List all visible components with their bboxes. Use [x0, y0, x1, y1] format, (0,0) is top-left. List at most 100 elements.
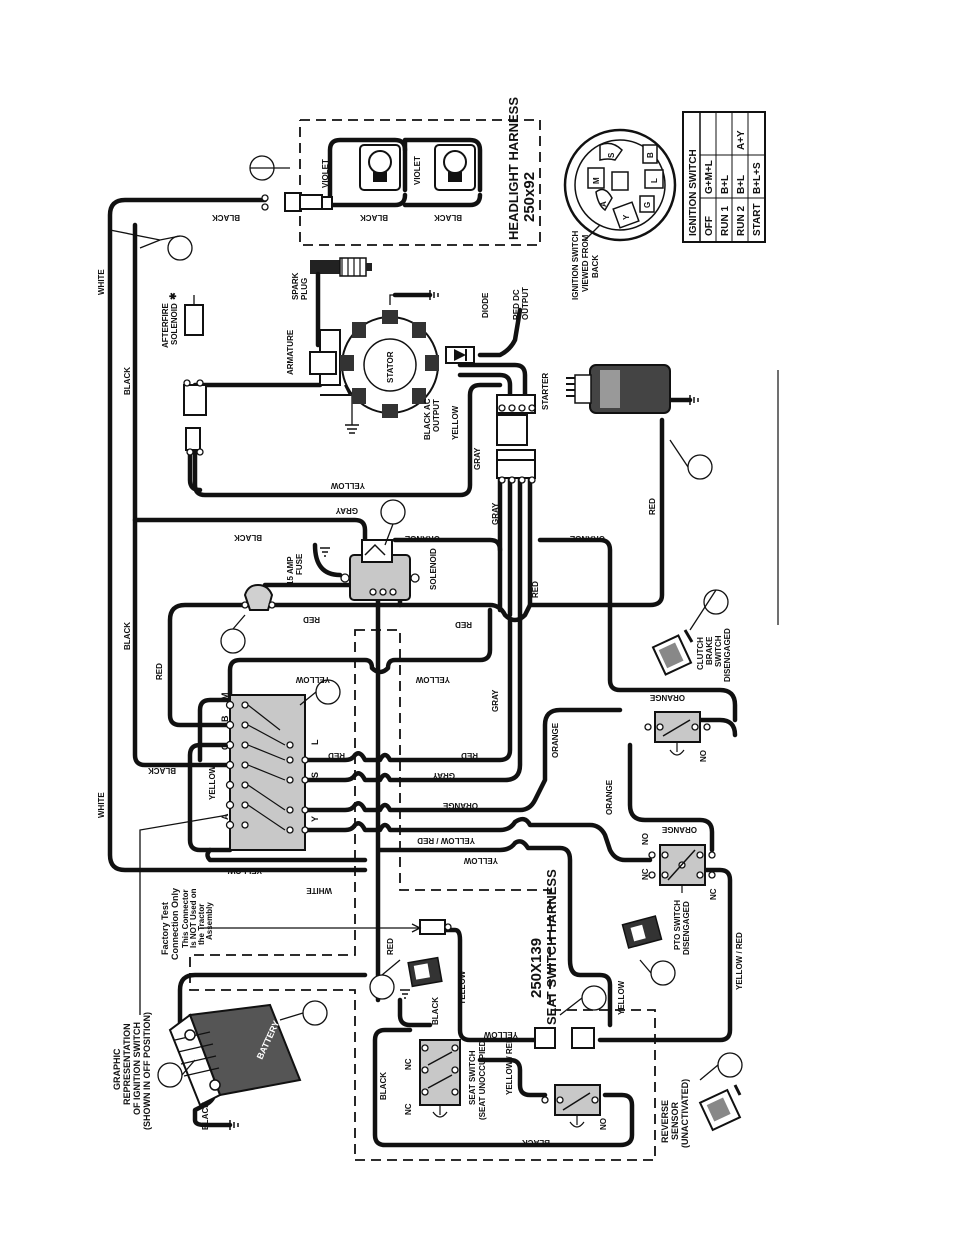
rear-l: L [650, 178, 659, 183]
seat-nc-2: NC [404, 1103, 413, 1115]
wire-label-orange-4: ORANGE [551, 722, 560, 758]
ignition-table-row2-pos: RUN 1 [720, 206, 731, 236]
ignition-table-row3-pos: RUN 2 [736, 206, 747, 236]
wire-label-orange-7: ORANGE [661, 825, 697, 834]
wire-label-yellow-9: YELLOW [617, 980, 626, 1015]
stator-label: STATOR [386, 351, 395, 383]
diode-icon [445, 346, 475, 364]
wire-label-black-7: BLACK [522, 1138, 550, 1147]
wire-label-gray-3: GRAY [491, 502, 500, 525]
pto-nc-2: NC [641, 868, 650, 880]
ignition-table-title: IGNITION SWITCH [688, 149, 699, 236]
wire-label-red-3: RED [303, 615, 320, 624]
rear-s: S [607, 152, 616, 158]
wire-label-gray-5: GRAY [432, 771, 455, 780]
callout-circles [109, 155, 743, 1088]
term-m: M [220, 693, 230, 701]
ignition-switch-graphic [225, 694, 309, 851]
wire-label-black-battery: BLACK [201, 1102, 210, 1130]
wires [107, 137, 738, 1148]
wire-label-orange-6: ORANGE [605, 779, 614, 815]
starter-motor-icon [566, 364, 699, 414]
reverse-no: NO [599, 1118, 608, 1130]
ignition-table-row4-pos: START [752, 203, 763, 236]
wire-label-yellow-6: YELLOW [463, 856, 498, 865]
starter-label: STARTER [541, 373, 550, 410]
wire-label-yellow-2: YELLOW [330, 481, 365, 490]
spark-plug-label-2: PLUG [300, 278, 309, 300]
factory-test-5: the Tractor [197, 904, 206, 945]
pto-nc-1: NC [709, 888, 718, 900]
ignition-table-row3-c2: A+Y [736, 130, 747, 150]
wire-label-black-hl2: BLACK [434, 213, 462, 222]
wire-label-yellow-8: YELLOW [458, 970, 467, 1005]
headlight-left-icon [359, 144, 401, 191]
clutch-label-3: SWITCH [714, 635, 723, 667]
term-l: L [310, 739, 320, 745]
clutch-label-2: BRAKE [705, 636, 714, 665]
wire-label-yellow-red-1: YELLOW / RED [417, 836, 475, 845]
wire-label-yellow-4: YELLOW [415, 675, 450, 684]
wire-label-red-7: RED [461, 751, 478, 760]
factory-test-4: Is NOT Used on [189, 888, 198, 948]
wire-label-orange-3: ORANGE [649, 693, 685, 702]
reverse-label-3: (UNACTIVATED) [680, 1079, 690, 1148]
black-ac-label-1: BLACK AC [423, 398, 432, 440]
rear-y: Y [622, 214, 631, 220]
term-g: G [220, 743, 230, 750]
seat-label-2: (SEAT UNOCCUPIED) [478, 1038, 487, 1120]
diode-label: DIODE [481, 292, 490, 318]
wire-label-yellow-3: YELLOW [295, 675, 330, 684]
ignition-switch-rear-view-icon [563, 128, 677, 242]
rear-g: G [643, 202, 652, 208]
graphic-rep-1: GRAPHIC [112, 1048, 122, 1090]
black-ac-label-2: OUTPUT [432, 399, 441, 432]
reverse-label-2: SENSOR [670, 1101, 680, 1140]
seat-switch-harness-outline [189, 629, 656, 1161]
headlight-harness-title: HEADLIGHT HARNESS [506, 97, 521, 240]
fuse-label-1: 15 AMP [286, 556, 295, 585]
graphic-rep-3: OF IGNITION SWITCH [132, 1022, 142, 1115]
spark-plug-label-1: SPARK [291, 272, 300, 300]
wire-label-gray-1: GRAY [335, 506, 358, 515]
seat-switch-schematic [419, 1039, 461, 1118]
wire-label-black-5: BLACK [431, 997, 440, 1025]
headlight-harness-outline [299, 119, 541, 246]
clutch-no: NO [699, 750, 708, 762]
stator-icon [340, 290, 439, 418]
wire-label-yellow-10: YELLOW [483, 1030, 518, 1039]
headlight-connector-icon [261, 192, 333, 212]
spark-plug-icon [310, 257, 372, 348]
pto-no-1: NO [641, 833, 650, 845]
wire-label-red-4: RED [455, 620, 472, 629]
wire-label-yellow-stator: YELLOW [451, 405, 460, 440]
red-dc-label-2: OUTPUT [521, 287, 530, 320]
wire-label-red-8: RED [386, 938, 395, 955]
red-dc-label-1: RED DC [512, 289, 521, 320]
afterfire-label-2: SOLENOID [170, 303, 179, 345]
wire-label-black-left: BLACK [123, 367, 132, 395]
battery-icon [168, 1003, 302, 1130]
rear-m: M [592, 177, 601, 184]
term-s: S [310, 772, 320, 778]
wire-label-white-3: WHITE [306, 886, 332, 895]
wire-label-orange-1: ORANGE [404, 534, 440, 543]
graphic-rep-4: (SHOWN IN OFF POSITION) [142, 1012, 152, 1130]
wire-label-white-bottom: WHITE [97, 792, 106, 818]
term-b: B [220, 715, 230, 722]
rear-a: A [599, 201, 608, 207]
wire-label-yellow-7: YELLOW [227, 866, 262, 875]
wire-label-orange-2: ORANGE [569, 534, 605, 543]
factory-test-1: Factory Test [160, 902, 170, 955]
clutch-brake-switch-icon [651, 629, 694, 676]
term-a: A [220, 813, 230, 820]
reverse-switch-schematic [541, 1084, 601, 1128]
wire-label-red-6: RED [328, 751, 345, 760]
wire-label-yellow-red-3: YELLOW / RED [505, 1037, 514, 1095]
pto-switch-icon [621, 915, 663, 949]
pto-label-1: PTO SWITCH [673, 900, 682, 950]
ignition-view-1: IGNITION SWITCH [571, 230, 580, 300]
relay-icon [400, 956, 443, 999]
wire-label-black-mid: BLACK [234, 533, 262, 542]
ignition-table-row1-pos: OFF [704, 216, 715, 236]
